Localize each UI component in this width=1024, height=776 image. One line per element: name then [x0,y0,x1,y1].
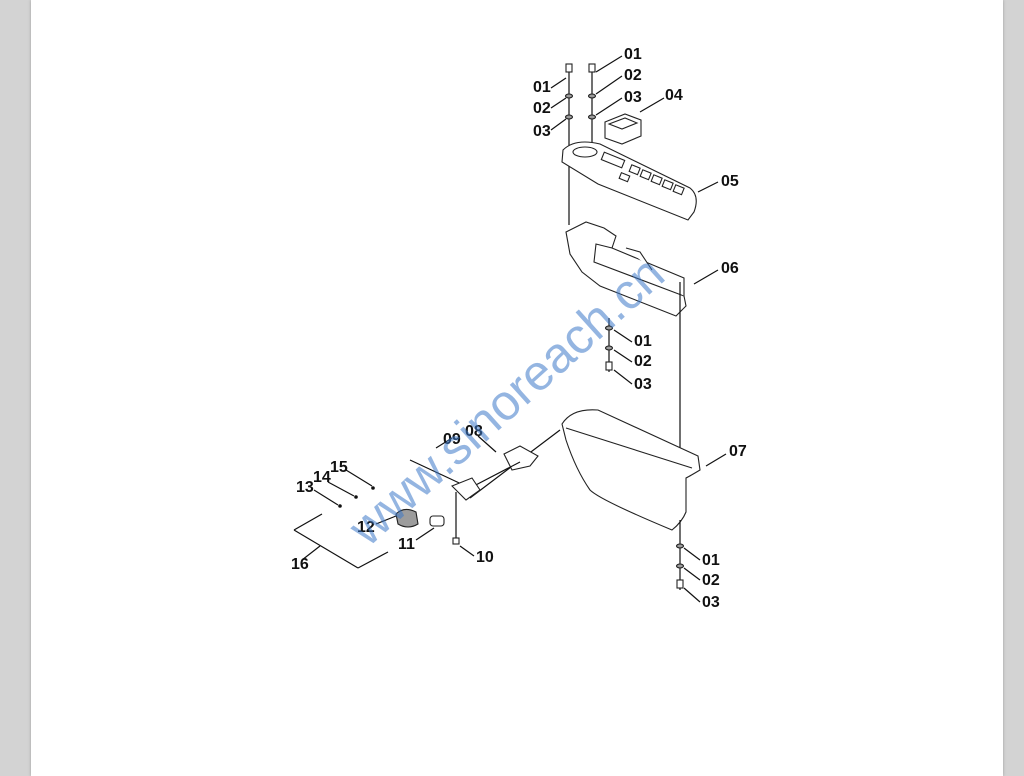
label-08: 08 [465,423,483,440]
label-05: 05 [721,173,739,190]
label-14: 14 [313,469,331,486]
label-02: 02 [624,67,642,84]
label-01: 01 [624,46,642,63]
label-13: 13 [296,479,314,496]
label-15: 15 [330,459,348,476]
label-07: 07 [729,443,747,460]
label-02: 02 [533,100,551,117]
keypad-buttons [618,164,685,196]
part-06-bracket [565,221,687,456]
bin-hardware [675,543,685,589]
label-03: 03 [702,594,720,611]
part-16-kit-outline [293,513,389,569]
bolt-stack-right [587,63,597,150]
document-page [31,0,1003,776]
part-05-console-cover [561,141,697,221]
part-08-09-lever-assembly [409,429,561,545]
label-06: 06 [721,260,739,277]
watermark: www.sinoreach.cn [337,245,675,557]
label-03: 03 [624,89,642,106]
label-04: 04 [665,87,683,104]
label-03: 03 [634,376,652,393]
part-11-12-knob [395,508,445,528]
parts-13-14-15-small-hardware [338,486,375,508]
label-12: 12 [357,519,375,536]
label-03: 03 [533,123,551,140]
label-01: 01 [702,552,720,569]
label-01: 01 [533,79,551,96]
part-07-storage-bin [561,409,701,590]
label-16: 16 [291,556,309,573]
label-09: 09 [443,431,461,448]
label-02: 02 [634,353,652,370]
leader-lines [301,55,727,603]
bracket-hardware [604,318,614,372]
label-02: 02 [702,572,720,589]
label-11: 11 [398,536,415,553]
label-01: 01 [634,333,652,350]
part-04-switch [604,113,642,145]
label-10: 10 [476,549,494,566]
part-labels: 01 02 03 01 02 03 04 05 06 01 02 03 07 0… [291,46,747,611]
